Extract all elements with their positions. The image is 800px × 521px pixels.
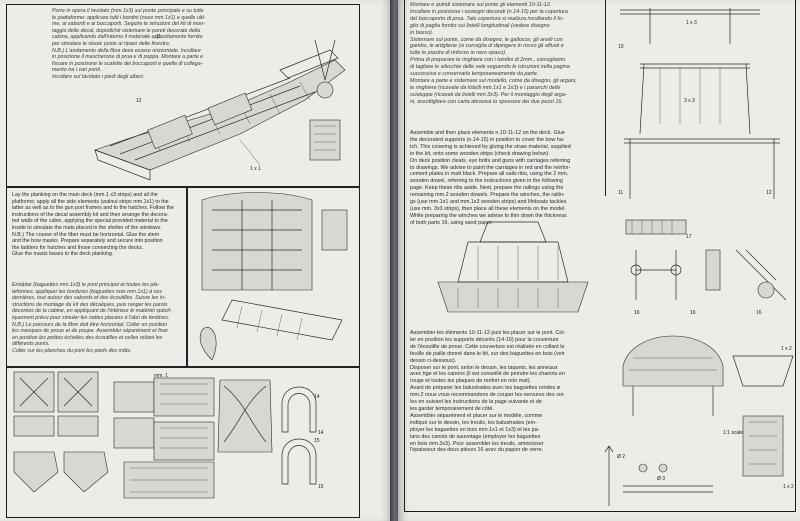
right-label-1x2-bottom: 1 x 2 bbox=[783, 484, 794, 490]
right-label-16-a: 16 bbox=[634, 310, 640, 316]
part-label-14-bottom: 14 bbox=[318, 430, 324, 436]
cabin-wall-drawing bbox=[199, 192, 348, 361]
part-label-1x1: 1 x 1 bbox=[250, 166, 261, 172]
french-instructions-right: Assembler les éléments 10-11-12 puis les… bbox=[410, 330, 566, 454]
right-label-12: 12 bbox=[766, 190, 772, 196]
railing-frame-drawing: 1 x 3 10 3 x 3 11 12 bbox=[618, 8, 780, 199]
english-instructions: Lay the planking on the main deck (mm.1 … bbox=[12, 192, 174, 258]
left-divider-vert bbox=[186, 187, 188, 367]
left-divider-top bbox=[6, 186, 360, 188]
right-label-16-b: 16 bbox=[690, 310, 696, 316]
part-label-12: 12 bbox=[136, 98, 142, 104]
left-page: Porre in opera il tavolato (mm.1x3) sul … bbox=[0, 0, 392, 521]
right-divider-vert bbox=[605, 0, 607, 196]
italian-instructions-right: Montare e quindi sistemare sul ponte gli… bbox=[410, 2, 577, 105]
right-label-11: 11 bbox=[618, 190, 623, 196]
right-frame bbox=[404, 0, 796, 512]
cabin-structure-drawing bbox=[437, 221, 589, 313]
english-instructions-right: Assemble and then place elements n.10-11… bbox=[410, 130, 571, 226]
part-label-14-top: 14 bbox=[314, 394, 320, 400]
left-divider-mid bbox=[6, 366, 360, 368]
french-instructions-left: Entablar (baguettes mm.1x3) le pont prin… bbox=[12, 282, 172, 354]
right-page: Montare e quindi sistemare sul ponte gli… bbox=[398, 0, 800, 521]
part-label-15-top: 15 bbox=[314, 438, 320, 444]
ladder-detail-drawing bbox=[309, 39, 341, 161]
left-frame bbox=[6, 4, 360, 518]
right-label-17: 17 bbox=[686, 234, 692, 240]
part-label-11: 11 bbox=[156, 34, 161, 40]
right-label-scale: 1:1 scale bbox=[723, 430, 743, 436]
right-label-10: 10 bbox=[618, 44, 624, 50]
right-label-dia3: Ø 3 bbox=[657, 476, 665, 482]
winch-assembly-drawing: 17 16 16 16 bbox=[625, 219, 787, 316]
hatch-cover-drawing: 1 x 2 Ø 2 Ø 3 1:1 scale 1 x 2 bbox=[604, 335, 794, 506]
part-label-15-bottom: 15 bbox=[318, 484, 324, 490]
right-label-1x3: 1 x 3 bbox=[686, 20, 697, 26]
right-label-dia2: Ø 2 bbox=[617, 454, 625, 460]
right-label-3x3: 3 x 3 bbox=[684, 98, 695, 104]
part-label-mm1: mm. 1 bbox=[154, 373, 168, 379]
italian-instructions: Porre in opera il tavolato (mm.1x3) sul … bbox=[52, 8, 206, 80]
book-gutter bbox=[390, 0, 400, 521]
right-label-1x2-top: 1 x 2 bbox=[781, 346, 792, 352]
decal-panels-drawing: mm. 1 14 15 14 15 bbox=[13, 371, 324, 499]
right-label-16-c: 16 bbox=[756, 310, 762, 316]
hull-deck-drawing: 11 12 1 x 1 bbox=[94, 34, 346, 181]
